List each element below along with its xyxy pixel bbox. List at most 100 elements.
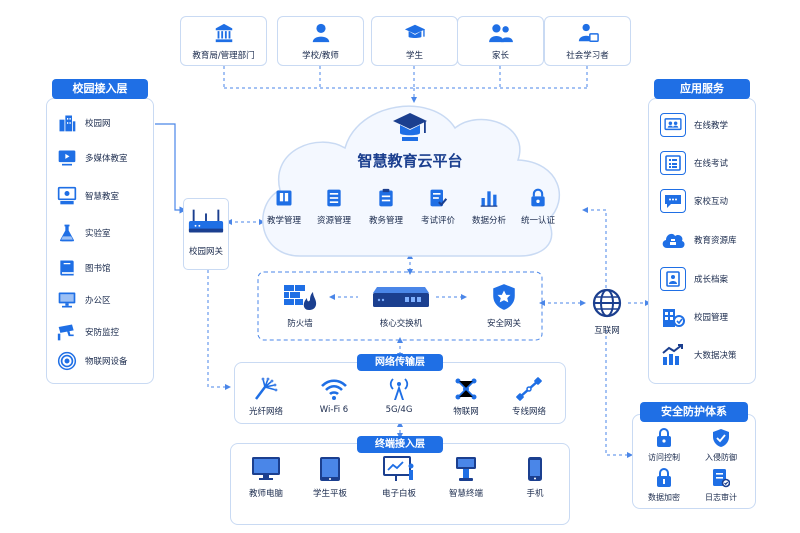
dedicated-line-icon <box>516 377 542 401</box>
terminal-item-label: 电子白板 <box>381 489 416 499</box>
network-item-label: 光纤网络 <box>248 407 283 417</box>
network-item: 专线网络 <box>499 377 559 417</box>
audit-log-icon <box>713 469 730 488</box>
campus-item-label: 物联网设备 <box>85 357 128 367</box>
multimedia-screen-icon <box>58 150 76 166</box>
document-list-icon <box>327 189 341 207</box>
app-service-item: 家校互动 <box>660 189 728 213</box>
app-service-label: 在线考试 <box>694 159 729 169</box>
user-parents: 家长 <box>457 16 544 66</box>
lock-icon <box>531 188 545 207</box>
app-service-item: 大数据决策 <box>660 343 737 367</box>
security-item-label: 数据加密 <box>648 493 680 502</box>
security-item: 访问控制 <box>635 428 693 463</box>
user-student: 学生 <box>371 16 458 66</box>
campus-item-label: 实验室 <box>85 229 111 239</box>
family-icon <box>488 23 513 42</box>
campus-item: 实验室 <box>57 222 111 244</box>
security-item: 日志审计 <box>692 468 750 503</box>
app-service-label: 在线教学 <box>694 121 729 131</box>
terminal-item: 电子白板 <box>367 456 431 499</box>
campus-access-title: 校园接入层 <box>52 79 148 99</box>
core-switch-node: 核心交换机 <box>365 285 437 329</box>
campus-item-label: 校园网 <box>85 119 111 129</box>
globe-icon <box>592 288 622 318</box>
user-education-bureau: 教育局/管理部门 <box>180 16 267 66</box>
core-switch-label: 核心交换机 <box>379 319 423 329</box>
graduation-cap-icon <box>404 24 425 38</box>
service-unified-auth: 统一认证 <box>510 188 566 226</box>
security-item: 入侵防御 <box>692 428 750 463</box>
app-service-label: 家校互动 <box>694 197 729 207</box>
security-gateway-node: 安全网关 <box>478 283 530 329</box>
app-service-label: 成长档案 <box>694 275 729 285</box>
service-teaching-mgmt: 教学管理 <box>256 188 312 226</box>
campus-building-icon <box>59 115 76 132</box>
network-item-label: 物联网 <box>453 407 479 417</box>
encryption-lock-icon <box>657 468 671 487</box>
user-label: 家长 <box>491 50 509 61</box>
network-switch-icon <box>373 287 429 307</box>
security-protection-panel <box>632 414 756 509</box>
network-item-label: 5G/4G <box>385 405 413 415</box>
security-item-label: 日志审计 <box>705 493 737 502</box>
tablet-icon <box>320 457 340 481</box>
internet-label: 互联网 <box>594 326 620 336</box>
service-label: 教务管理 <box>368 216 403 226</box>
clipboard-icon <box>379 188 393 207</box>
service-exam-eval: 考试评价 <box>410 188 466 226</box>
gateway-label: 校园网关 <box>188 247 223 257</box>
terminal-item-label: 手机 <box>526 489 544 499</box>
network-item-label: 专线网络 <box>511 407 546 417</box>
network-item: 物联网 <box>436 377 496 417</box>
campus-gateway: 校园网关 <box>183 198 229 270</box>
terminal-item: 教师电脑 <box>234 456 298 499</box>
teaching-book-icon <box>276 190 292 206</box>
network-item: 光纤网络 <box>236 377 296 417</box>
app-service-item: 校园管理 <box>660 305 728 329</box>
cloud-platform-title: 智慧教育云平台 <box>357 152 463 170</box>
campus-item: 办公区 <box>57 289 111 311</box>
whiteboard-icon <box>383 456 414 481</box>
iot-network-icon <box>455 378 477 400</box>
service-data-analysis: 数据分析 <box>461 188 517 226</box>
wifi-icon <box>321 379 347 400</box>
iot-signal-icon <box>57 351 77 371</box>
cloud-resource-icon <box>662 233 685 248</box>
security-gateway-label: 安全网关 <box>486 319 521 329</box>
campus-item-label: 智慧教室 <box>85 192 120 202</box>
campus-management-icon <box>663 309 685 327</box>
government-building-icon <box>215 23 232 42</box>
trend-chart-icon <box>662 344 683 365</box>
user-label: 教育局/管理部门 <box>192 50 255 61</box>
application-services-title: 应用服务 <box>654 79 750 99</box>
cell-tower-icon <box>389 378 409 400</box>
firewall-label: 防火墙 <box>287 319 313 329</box>
security-protection-title: 安全防护体系 <box>640 402 748 422</box>
kiosk-terminal-icon <box>456 457 476 481</box>
campus-item-label: 多媒体教室 <box>85 154 128 164</box>
user-school-teacher: 学校/教师 <box>277 16 364 66</box>
online-teaching-icon <box>660 113 686 137</box>
security-camera-icon <box>57 324 74 341</box>
terminal-item: 手机 <box>503 456 567 499</box>
router-icon <box>188 209 224 233</box>
growth-archive-icon <box>660 267 686 291</box>
bar-chart-icon <box>480 191 498 207</box>
fiber-optic-icon <box>255 377 278 400</box>
campus-item: 图书馆 <box>57 257 111 279</box>
service-label: 教学管理 <box>266 216 301 226</box>
user-social-learner: 社会学习者 <box>544 16 631 66</box>
service-resource-mgmt: 资源管理 <box>306 188 362 226</box>
terminal-item: 智慧终端 <box>434 456 498 499</box>
user-label: 学校/教师 <box>302 50 339 61</box>
service-label: 资源管理 <box>316 216 351 226</box>
app-service-item: 在线考试 <box>660 151 728 175</box>
lab-flask-icon <box>60 224 74 242</box>
security-item-label: 入侵防御 <box>705 453 737 462</box>
campus-item: 物联网设备 <box>57 350 128 372</box>
network-layer-title: 网络传输层 <box>357 354 443 371</box>
app-service-label: 校园管理 <box>694 313 729 323</box>
office-monitor-icon <box>58 292 76 308</box>
internet-node: 互联网 <box>585 288 629 336</box>
